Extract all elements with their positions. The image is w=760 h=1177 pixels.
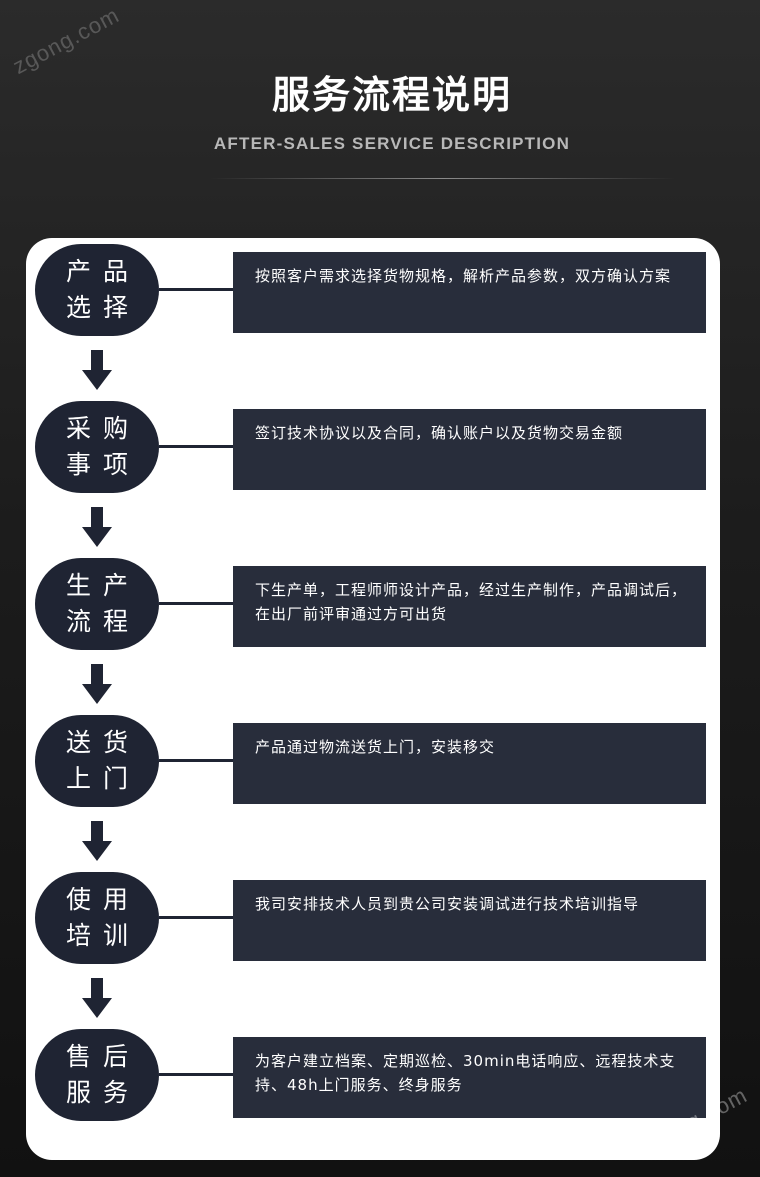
step-badge: 采购 事项 bbox=[35, 401, 159, 493]
step-badge: 送货 上门 bbox=[35, 715, 159, 807]
step-connector bbox=[159, 759, 234, 762]
down-arrow-icon bbox=[82, 664, 112, 706]
step-connector bbox=[159, 445, 234, 448]
step-badge: 使用 培训 bbox=[35, 872, 159, 964]
step-production: 生产 流程 下生产单，工程师师设计产品，经过生产制作，产品调试后，在出厂前评审通… bbox=[26, 552, 720, 650]
step-connector bbox=[159, 602, 234, 605]
step-description: 签订技术协议以及合同，确认账户以及货物交易金额 bbox=[233, 409, 706, 490]
step-description: 为客户建立档案、定期巡检、30min电话响应、远程技术支持、48h上门服务、终身… bbox=[233, 1037, 706, 1118]
title-divider bbox=[210, 178, 676, 179]
step-badge-line2: 选择 bbox=[65, 293, 140, 322]
step-description: 产品通过物流送货上门，安装移交 bbox=[233, 723, 706, 804]
step-badge-line1: 采购 bbox=[65, 414, 140, 443]
step-badge-line2: 培训 bbox=[65, 921, 140, 950]
step-badge-line1: 使用 bbox=[65, 885, 140, 914]
step-badge-line2: 事项 bbox=[65, 450, 140, 479]
step-badge: 生产 流程 bbox=[35, 558, 159, 650]
down-arrow-icon bbox=[82, 350, 112, 392]
process-panel: 产品 选择 按照客户需求选择货物规格，解析产品参数，双方确认方案 采购 事项 签… bbox=[26, 238, 720, 1160]
step-description: 我司安排技术人员到贵公司安装调试进行技术培训指导 bbox=[233, 880, 706, 961]
step-training: 使用 培训 我司安排技术人员到贵公司安装调试进行技术培训指导 bbox=[26, 866, 720, 964]
step-badge: 产品 选择 bbox=[35, 244, 159, 336]
step-badge-line1: 售后 bbox=[65, 1042, 140, 1071]
step-badge-line2: 流程 bbox=[65, 607, 140, 636]
down-arrow-icon bbox=[82, 507, 112, 549]
step-after-sales: 售后 服务 为客户建立档案、定期巡检、30min电话响应、远程技术支持、48h上… bbox=[26, 1023, 720, 1121]
step-connector bbox=[159, 916, 234, 919]
down-arrow-icon bbox=[82, 821, 112, 863]
page-title: 服务流程说明 bbox=[271, 73, 512, 117]
down-arrow-icon bbox=[82, 978, 112, 1020]
step-badge-line1: 生产 bbox=[65, 571, 140, 600]
step-badge-line2: 服务 bbox=[65, 1078, 140, 1107]
step-badge: 售后 服务 bbox=[35, 1029, 159, 1121]
step-description: 按照客户需求选择货物规格，解析产品参数，双方确认方案 bbox=[233, 252, 706, 333]
step-delivery: 送货 上门 产品通过物流送货上门，安装移交 bbox=[26, 709, 720, 807]
step-badge-line2: 上门 bbox=[65, 764, 140, 793]
step-description: 下生产单，工程师师设计产品，经过生产制作，产品调试后，在出厂前评审通过方可出货 bbox=[233, 566, 706, 647]
step-badge-line1: 产品 bbox=[65, 257, 140, 286]
step-connector bbox=[159, 1073, 234, 1076]
step-product-selection: 产品 选择 按照客户需求选择货物规格，解析产品参数，双方确认方案 bbox=[26, 238, 720, 336]
step-connector bbox=[159, 288, 234, 291]
step-badge-line1: 送货 bbox=[65, 728, 140, 757]
step-procurement: 采购 事项 签订技术协议以及合同，确认账户以及货物交易金额 bbox=[26, 395, 720, 493]
page-subtitle: AFTER-SALES SERVICE DESCRIPTION bbox=[213, 134, 571, 153]
